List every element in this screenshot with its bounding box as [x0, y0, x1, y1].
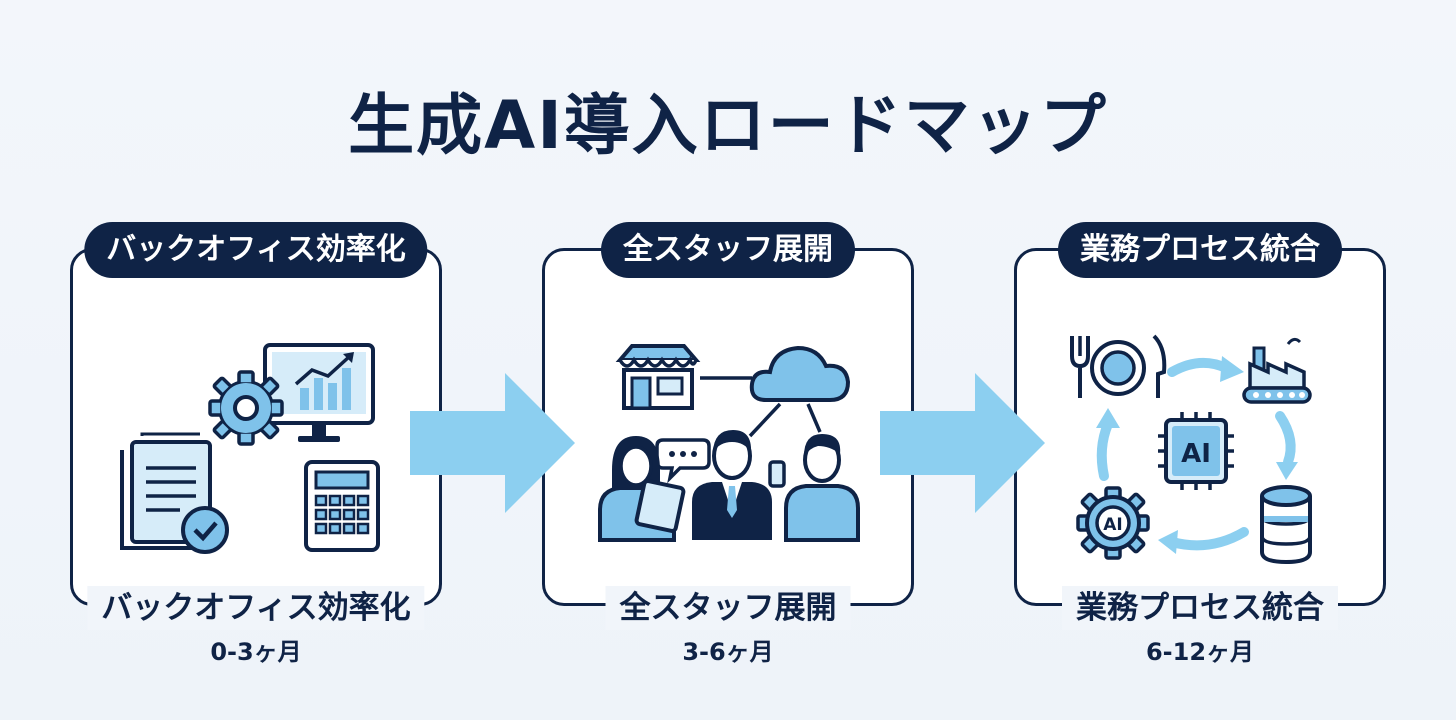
phase-2-caption: 全スタッフ展開 [605, 586, 851, 630]
document-check-icon [120, 432, 229, 554]
phase-3-period: 6-12ヶ月 [1145, 638, 1255, 666]
cloud-icon [749, 345, 851, 402]
phase-1-pill: バックオフィス効率化 [84, 222, 428, 278]
ai-chip-icon [1158, 412, 1234, 490]
ai-chip-label: AI [1181, 439, 1211, 469]
store-icon [615, 344, 701, 410]
phase-3-pill: 業務プロセス統合 [1058, 222, 1342, 278]
calculator-icon [304, 460, 380, 552]
ai-gear-label: AI [1103, 515, 1122, 535]
restaurant-icon [1070, 334, 1167, 398]
monitor-chart-icon [263, 343, 375, 442]
phase-2-pill: 全スタッフ展開 [601, 222, 855, 278]
arrow-right-icon [880, 373, 1045, 513]
woman-with-tablet-icon [598, 436, 686, 542]
phase-1-caption: バックオフィス効率化 [87, 586, 425, 630]
gear-icon [208, 370, 284, 446]
businessman-icon [692, 430, 772, 540]
phase-2-period: 3-6ヶ月 [682, 638, 774, 666]
ai-gear-icon [1076, 486, 1150, 560]
cycle-arrowheads [1096, 356, 1298, 554]
arrow-right-icon [410, 373, 575, 513]
phase-3-caption: 業務プロセス統合 [1062, 586, 1338, 630]
man-with-phone-icon [768, 434, 860, 542]
chat-bubble-icon [655, 438, 711, 484]
database-icon [1260, 485, 1312, 565]
phase-1-period: 0-3ヶ月 [210, 638, 302, 666]
page-title: 生成AI導入ロードマップ [348, 87, 1108, 164]
factory-icon [1242, 337, 1312, 404]
